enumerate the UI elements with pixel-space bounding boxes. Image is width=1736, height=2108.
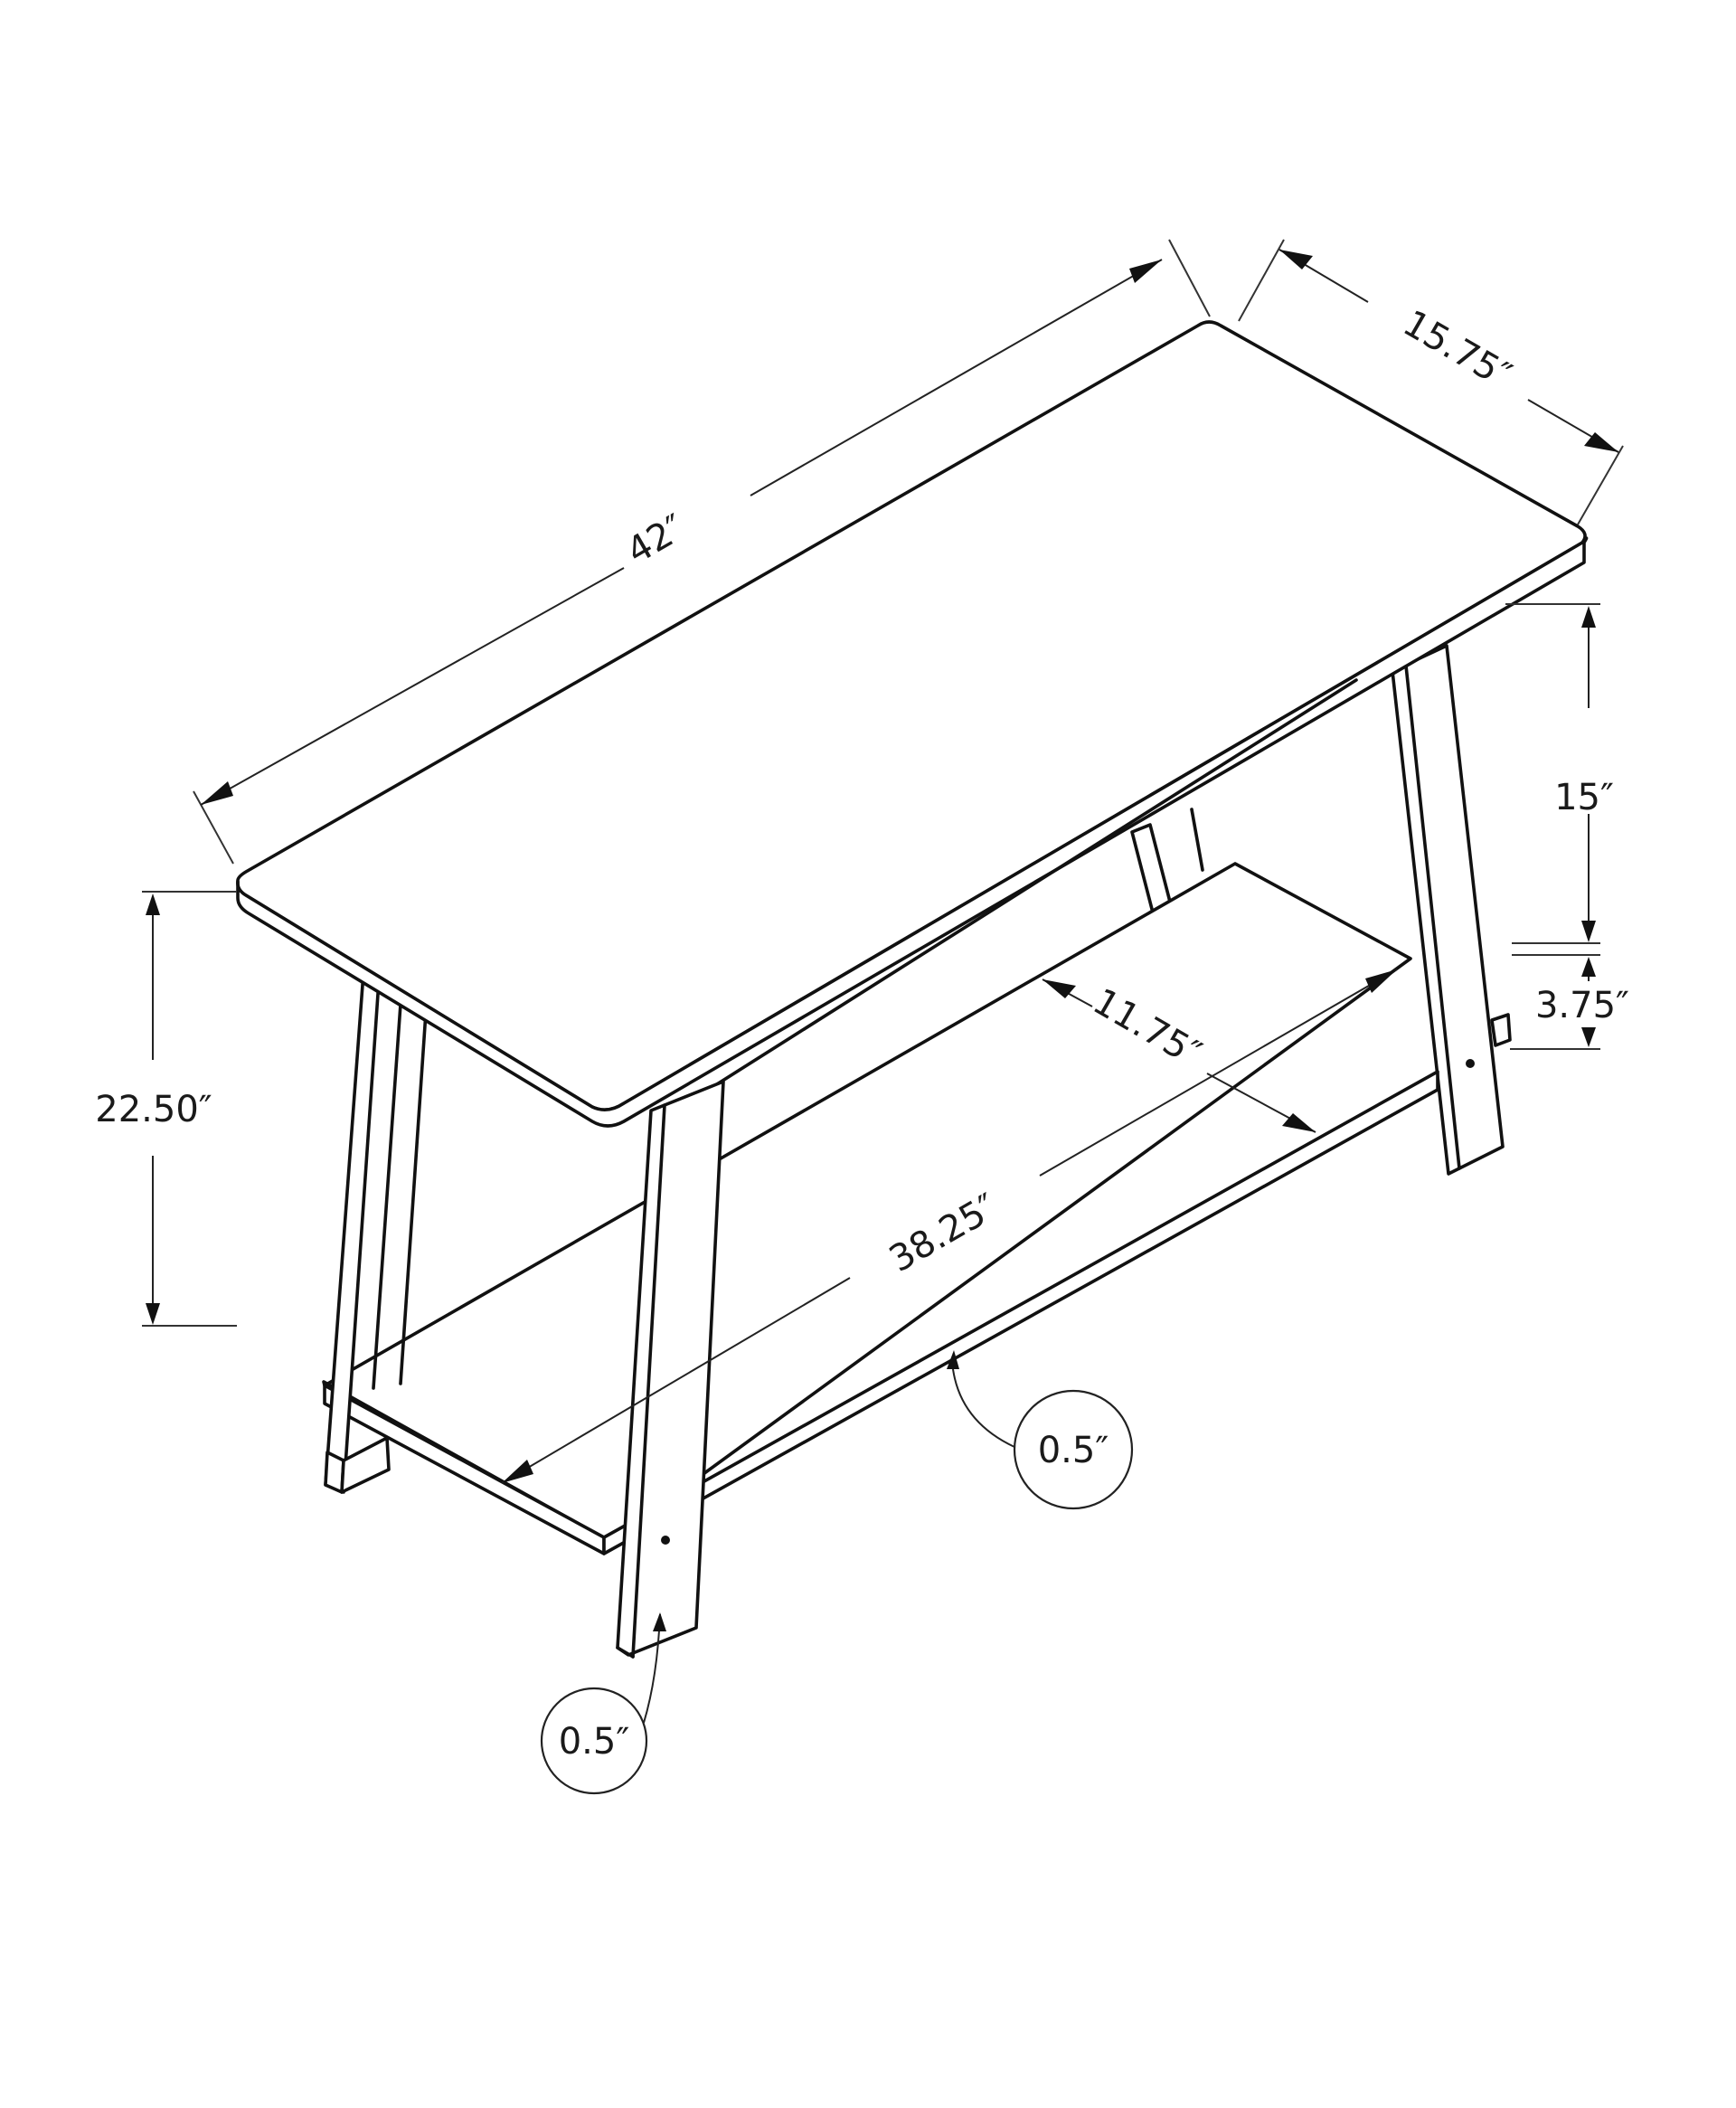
length-label: 42″ — [619, 506, 692, 572]
front-right-leg — [616, 1080, 725, 1659]
clearance-label: 15″ — [1554, 777, 1614, 818]
shelf-height-label: 3.75″ — [1535, 985, 1629, 1026]
height-label: 22.50″ — [95, 1089, 212, 1130]
callout-shelf-thickness: 0.5″ — [947, 1350, 1134, 1510]
dimension-shelf-height: 3.75″ — [1510, 954, 1629, 1050]
dimension-height: 22.50″ — [95, 891, 237, 1327]
screw-hole-icon — [1466, 1059, 1475, 1068]
tabletop — [236, 320, 1589, 1128]
lower-shelf — [322, 862, 1439, 1555]
depth-label: 15.75″ — [1396, 302, 1518, 397]
screw-hole-icon — [661, 1536, 670, 1545]
leg-thickness-label: 0.5″ — [559, 1721, 630, 1763]
shelf-thickness-label: 0.5″ — [1038, 1430, 1109, 1471]
callout-leg-thickness: 0.5″ — [540, 1612, 666, 1795]
dimension-clearance: 15″ — [1505, 603, 1614, 944]
